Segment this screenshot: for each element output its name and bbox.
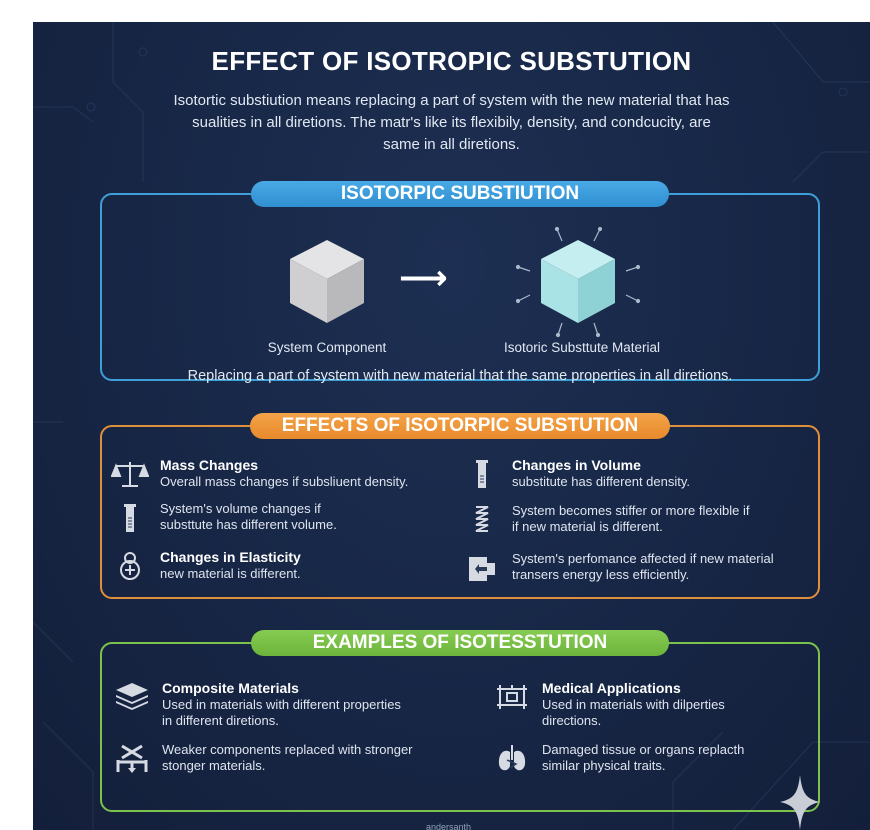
effect-heading: Mass Changes [160,457,259,473]
effect-item-elasticity: Changes in Elasticity new material is di… [110,549,301,583]
energy-transfer-icon [462,551,502,585]
graduated-cylinder-icon [110,501,150,535]
page-title: EFFECT OF ISOTROPIC SUBSTUTION [211,46,692,76]
section-header-pill: EXAMPLES OF ISOTESSTUTION [251,630,669,656]
effect-text: substitute has different density. [512,474,691,489]
example-text: in different diretions. [162,713,279,728]
example-text: similar physical traits. [542,758,666,773]
medical-frame-icon [492,680,532,714]
example-item-tissue-replacement: Damaged tissue or organs replacth simila… [492,742,744,776]
intro-line: Isotortic substiution means replacing a … [173,92,730,109]
effect-item-volume: System's volume changes if substtute has… [110,501,337,535]
example-item-medical-applications: Medical Applications Used in materials w… [492,680,725,729]
infographic-panel: EFFECT OF ISOTROPIC SUBSTUTION Isotortic… [33,22,870,830]
example-text: Weaker components replaced with stronger [162,742,413,757]
radiating-arrows-icon [515,226,641,338]
system-component-label: System Component [267,340,387,355]
graduated-cylinder-icon [462,457,502,491]
effect-text: substtute has different volume. [160,517,337,532]
arrow-right-icon: ⟶ [399,259,448,297]
effect-item-performance: System's perfomance affected if new mate… [462,551,774,585]
intro-paragraph: Isotortic substiution means replacing a … [103,90,800,156]
isotropic-substitution-section: ISOTORPIC SUBSTIUTION ⟶ [100,181,820,384]
effect-text: new material is different. [160,566,301,581]
effect-text: System's perfomance affected if new mate… [512,551,774,566]
structure-replace-icon [112,742,152,776]
spring-icon [462,503,502,537]
examples-section: EXAMPLES OF ISOTESSTUTION Composite Mate… [100,630,820,812]
example-item-stronger-components: Weaker components replaced with stronger… [112,742,413,776]
substitute-material-label: Isotoric Substtute Material [503,340,661,355]
effect-text: Overall mass changes if subsliuent densi… [160,474,409,489]
intro-line: sualities in all diretions. The matr's l… [192,114,711,131]
effect-text: System becomes stiffer or more flexible … [512,503,750,518]
effect-heading: Changes in Elasticity [160,549,301,565]
balance-scale-icon [110,457,150,491]
effect-text: if new material is different. [512,519,663,534]
example-item-composite-materials: Composite Materials Used in materials wi… [112,680,401,729]
effect-item-changes-in-volume: Changes in Volume substitute has differe… [462,457,690,491]
cyan-cube-radiating-icon [533,237,623,327]
sparkle-icon [780,775,820,830]
lungs-icon [492,742,532,776]
section-header-pill: EFFECTS OF ISOTORPIC SUBSTUTION [250,413,670,439]
effect-text: System's volume changes if [160,501,321,516]
intro-line: same in all diretions. [383,136,520,153]
weight-plus-icon [110,549,150,583]
example-text: Used in materials with dilperties [542,697,725,712]
example-heading: Medical Applications [542,680,681,696]
section-header-pill: ISOTORPIC SUBSTIUTION [251,181,669,207]
effect-text: transers energy less efficiently. [512,567,690,582]
effects-section: EFFECTS OF ISOTORPIC SUBSTUTION Mass Cha… [100,413,820,599]
layers-icon [112,680,152,714]
effect-item-mass-changes: Mass Changes Overall mass changes if sub… [110,457,408,491]
example-text: directions. [542,713,602,728]
watermark-text: andersanth [426,822,472,830]
example-text: stonger materials. [162,758,266,773]
effect-heading: Changes in Volume [512,457,641,473]
effect-item-stiffness: System becomes stiffer or more flexible … [462,503,749,537]
example-heading: Composite Materials [162,680,299,696]
gray-cube-icon [282,237,372,327]
isotropic-description: Replacing a part of system with new mate… [187,368,733,384]
circuit-background-decoration [33,22,870,830]
example-text: Damaged tissue or organs replacth [542,742,745,757]
example-text: Used in materials with different propert… [162,697,401,712]
